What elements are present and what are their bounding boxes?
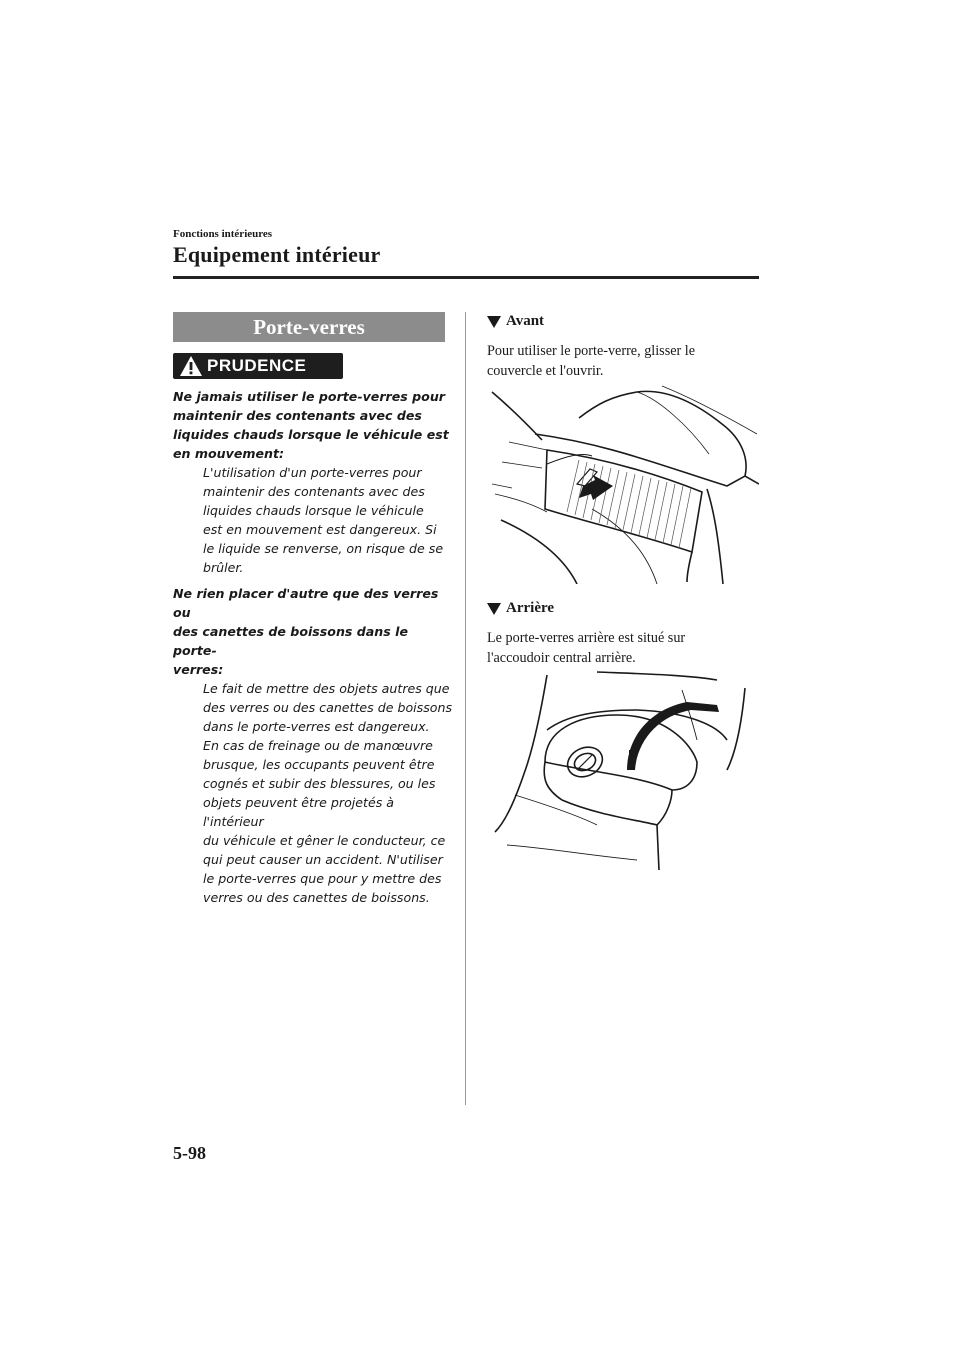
warning-2-body: Le fait de mettre des objets autres que … [173, 679, 453, 907]
front-cupholder-illustration [491, 385, 759, 584]
text-line: Pour utiliser le porte-verre, glisser le [487, 343, 696, 359]
text-line: Le fait de mettre des objets autres que [203, 681, 450, 696]
text-line: l'accoudoir central arrière. [487, 650, 636, 666]
text-line: maintenir des contenants avec des [173, 408, 422, 423]
lift-arrow-icon [627, 702, 719, 770]
warning-1: Ne jamais utiliser le porte-verres pour … [173, 387, 453, 577]
rear-heading: Arrière [487, 600, 554, 617]
header-rule [173, 276, 759, 279]
text-line: objets peuvent être projetés à l'intérie… [203, 795, 395, 829]
rear-heading-text: Arrière [506, 600, 555, 616]
warning-1-heading: Ne jamais utiliser le porte-verres pour … [173, 387, 453, 463]
text-line: brûler. [203, 560, 244, 575]
warning-2-heading: Ne rien placer d'autre que des verres ou… [173, 584, 453, 679]
text-line: brusque, les occupants peuvent être [203, 757, 435, 772]
text-line: couvercle et l'ouvrir. [487, 363, 604, 379]
text-line: du véhicule et gêner le conducteur, ce [203, 833, 446, 848]
chapter-label: Fonctions intérieures [173, 228, 273, 240]
text-line: liquides chauds lorsque le véhicule est [173, 427, 449, 442]
text-line: liquides chauds lorsque le véhicule [203, 503, 424, 518]
front-text: Pour utiliser le porte-verre, glisser le… [487, 341, 747, 381]
text-line: verres: [173, 662, 224, 677]
text-line: dans le porte-verres est dangereux. [203, 719, 430, 734]
text-line: qui peut causer un accident. N'utiliser [203, 852, 443, 867]
warning-2: Ne rien placer d'autre que des verres ou… [173, 584, 453, 907]
text-line: Ne jamais utiliser le porte-verres pour [173, 389, 446, 404]
triangle-down-icon [487, 315, 501, 328]
triangle-down-icon [487, 602, 501, 615]
section-title: Porte-verres [173, 312, 445, 342]
caution-label: PRUDENCE [207, 356, 307, 375]
warning-icon [180, 356, 202, 376]
page-number: 5-98 [173, 1143, 206, 1163]
text-line: En cas de freinage ou de manœuvre [203, 738, 433, 753]
text-line: Ne rien placer d'autre que des verres ou [173, 586, 439, 620]
rear-text: Le porte-verres arrière est situé sur l'… [487, 628, 747, 668]
text-line: L'utilisation d'un porte-verres pour [203, 465, 422, 480]
front-heading-text: Avant [506, 313, 545, 329]
text-line: des canettes de boissons dans le porte- [173, 624, 409, 658]
text-line: en mouvement: [173, 446, 285, 461]
text-line: maintenir des contenants avec des [203, 484, 425, 499]
text-line: verres ou des canettes de boissons. [203, 890, 430, 905]
text-line: est en mouvement est dangereux. Si [203, 522, 437, 537]
caution-banner: PRUDENCE [173, 353, 343, 379]
column-divider [465, 312, 466, 1105]
slide-arrow-icon [579, 475, 613, 500]
rear-cupholder-illustration [494, 671, 746, 870]
warning-1-body: L'utilisation d'un porte-verres pour mai… [173, 463, 453, 577]
front-heading: Avant [487, 313, 544, 330]
text-line: des verres ou des canettes de boissons [203, 700, 453, 715]
text-line: Le porte-verres arrière est situé sur [487, 630, 686, 646]
text-line: cognés et subir des blessures, ou les [203, 776, 436, 791]
page-title: Equipement intérieur [173, 242, 381, 267]
text-line: le porte-verres que pour y mettre des [203, 871, 442, 886]
text-line: le liquide se renverse, on risque de se [203, 541, 444, 556]
